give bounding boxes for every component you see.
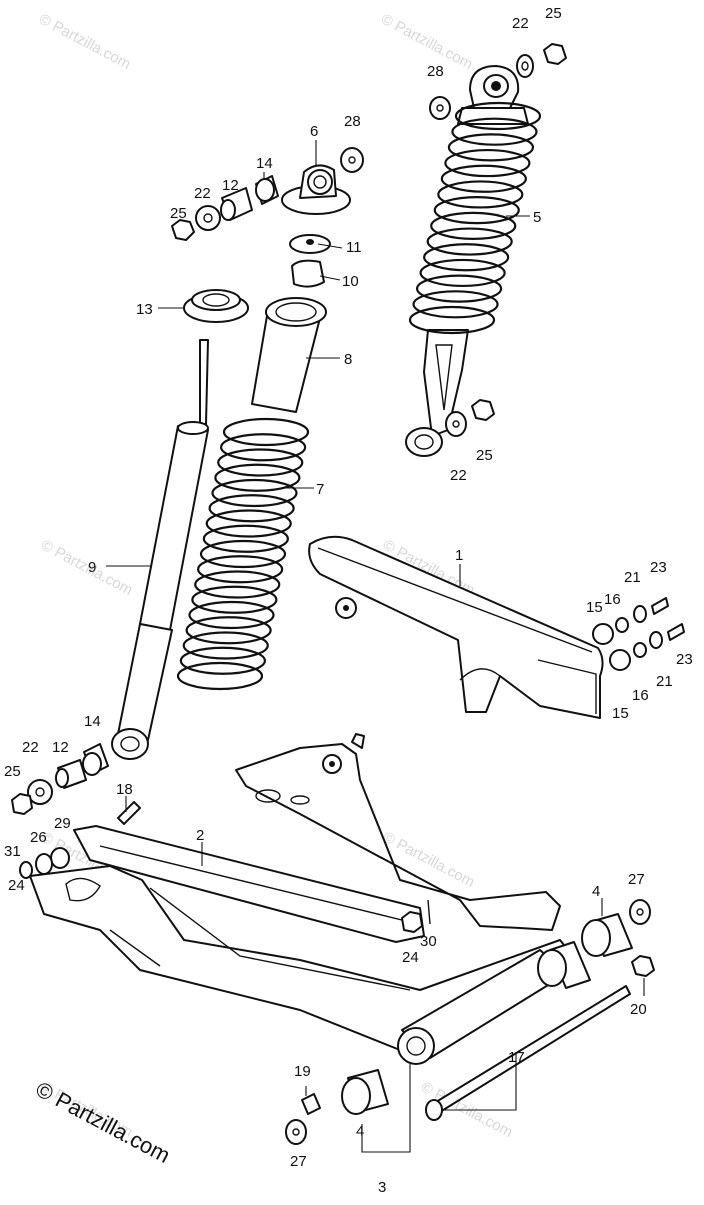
coil-spring-5 xyxy=(408,101,542,335)
spring-coil xyxy=(426,227,513,256)
callout-24: 24 xyxy=(402,949,419,966)
callout-25: 25 xyxy=(170,205,187,222)
callout-27: 27 xyxy=(628,871,645,888)
watermark: © Partzilla.com xyxy=(38,537,135,599)
callout-20: 20 xyxy=(630,1001,647,1018)
callout-24: 24 xyxy=(8,877,25,894)
spring-coil xyxy=(408,305,496,335)
spring-coil xyxy=(185,616,272,645)
callout-6: 6 xyxy=(310,123,318,140)
spring-coil xyxy=(197,555,284,584)
callout-22: 22 xyxy=(194,185,211,202)
chain-case xyxy=(308,535,685,719)
callout-4: 4 xyxy=(356,1123,364,1140)
callout-25: 25 xyxy=(545,5,562,22)
callout-15: 15 xyxy=(612,705,629,722)
spring-coil xyxy=(217,448,304,477)
callout-25: 25 xyxy=(4,763,21,780)
callout-4: 4 xyxy=(592,883,600,900)
callout-12: 12 xyxy=(222,177,239,194)
callout-10: 10 xyxy=(342,273,359,290)
callout-23: 23 xyxy=(650,559,667,576)
callout-21: 21 xyxy=(624,569,641,586)
callout-15: 15 xyxy=(586,599,603,616)
spring-coil xyxy=(191,585,278,614)
spring-coil xyxy=(179,646,266,675)
callout-19: 19 xyxy=(294,1063,311,1080)
callout-21: 21 xyxy=(656,673,673,690)
callout-7: 7 xyxy=(316,481,324,498)
callout-11: 11 xyxy=(346,239,362,256)
leader-lines xyxy=(106,140,645,1153)
spring-coil xyxy=(447,133,535,162)
spring-coil xyxy=(433,196,520,225)
swing-arm xyxy=(19,733,655,1145)
spring-coil xyxy=(451,117,538,146)
callout-9: 9 xyxy=(88,559,96,576)
spring-coil xyxy=(222,417,310,447)
callout-29: 29 xyxy=(54,815,71,832)
spring-coil xyxy=(205,509,292,538)
callout-labels: 25 22 28 5 6 28 14 12 22 25 11 10 13 8 2… xyxy=(4,5,693,1196)
shock-hardware-right xyxy=(429,43,567,437)
spring-coil xyxy=(211,478,298,508)
spring-coil xyxy=(199,539,287,569)
callout-28: 28 xyxy=(344,113,361,130)
callout-23: 23 xyxy=(676,651,693,668)
callout-2: 2 xyxy=(196,827,204,844)
spring-coil xyxy=(423,243,510,272)
spring-coil xyxy=(188,600,275,630)
callout-3: 3 xyxy=(378,1179,386,1196)
spring-coil xyxy=(412,290,499,319)
callout-14: 14 xyxy=(256,155,273,172)
callout-30: 30 xyxy=(420,933,437,950)
callout-28: 28 xyxy=(427,63,444,80)
spring-coil xyxy=(437,180,524,209)
callout-12: 12 xyxy=(52,739,69,756)
spring-coil xyxy=(440,164,527,193)
callout-22: 22 xyxy=(450,467,467,484)
rear-shock-assembly-right xyxy=(405,65,542,457)
spring-coil xyxy=(419,258,506,288)
callout-5: 5 xyxy=(533,209,541,226)
rear-shock-assembly-left xyxy=(11,147,364,815)
callout-13: 13 xyxy=(136,301,153,318)
spring-coil xyxy=(444,148,531,178)
callout-17: 17 xyxy=(508,1049,525,1066)
spring-coil xyxy=(454,101,542,131)
watermark: © Partzilla.com xyxy=(380,829,477,891)
spring-coil xyxy=(202,524,289,553)
callout-27: 27 xyxy=(290,1153,307,1170)
callout-26: 26 xyxy=(30,829,47,846)
callout-22: 22 xyxy=(512,15,529,32)
spring-coil xyxy=(182,631,269,660)
callout-31: 31 xyxy=(4,843,21,860)
spring-coil xyxy=(208,494,295,523)
callout-25: 25 xyxy=(476,447,493,464)
spring-coil xyxy=(214,463,301,492)
callout-14: 14 xyxy=(84,713,101,730)
spring-coil xyxy=(176,661,264,691)
callout-18: 18 xyxy=(116,781,133,798)
coil-spring-7 xyxy=(176,417,310,691)
spring-coil xyxy=(194,570,281,599)
spring-coil xyxy=(415,274,503,303)
callout-22: 22 xyxy=(22,739,39,756)
spring-coil xyxy=(220,433,307,462)
spring-coil xyxy=(430,211,517,240)
callout-16: 16 xyxy=(632,687,649,704)
watermark: © Partzilla.com xyxy=(36,11,133,73)
callout-1: 1 xyxy=(455,547,463,564)
copyright-text: © Partzilla.com xyxy=(32,1076,175,1168)
callout-16: 16 xyxy=(604,591,621,608)
callout-8: 8 xyxy=(344,351,352,368)
